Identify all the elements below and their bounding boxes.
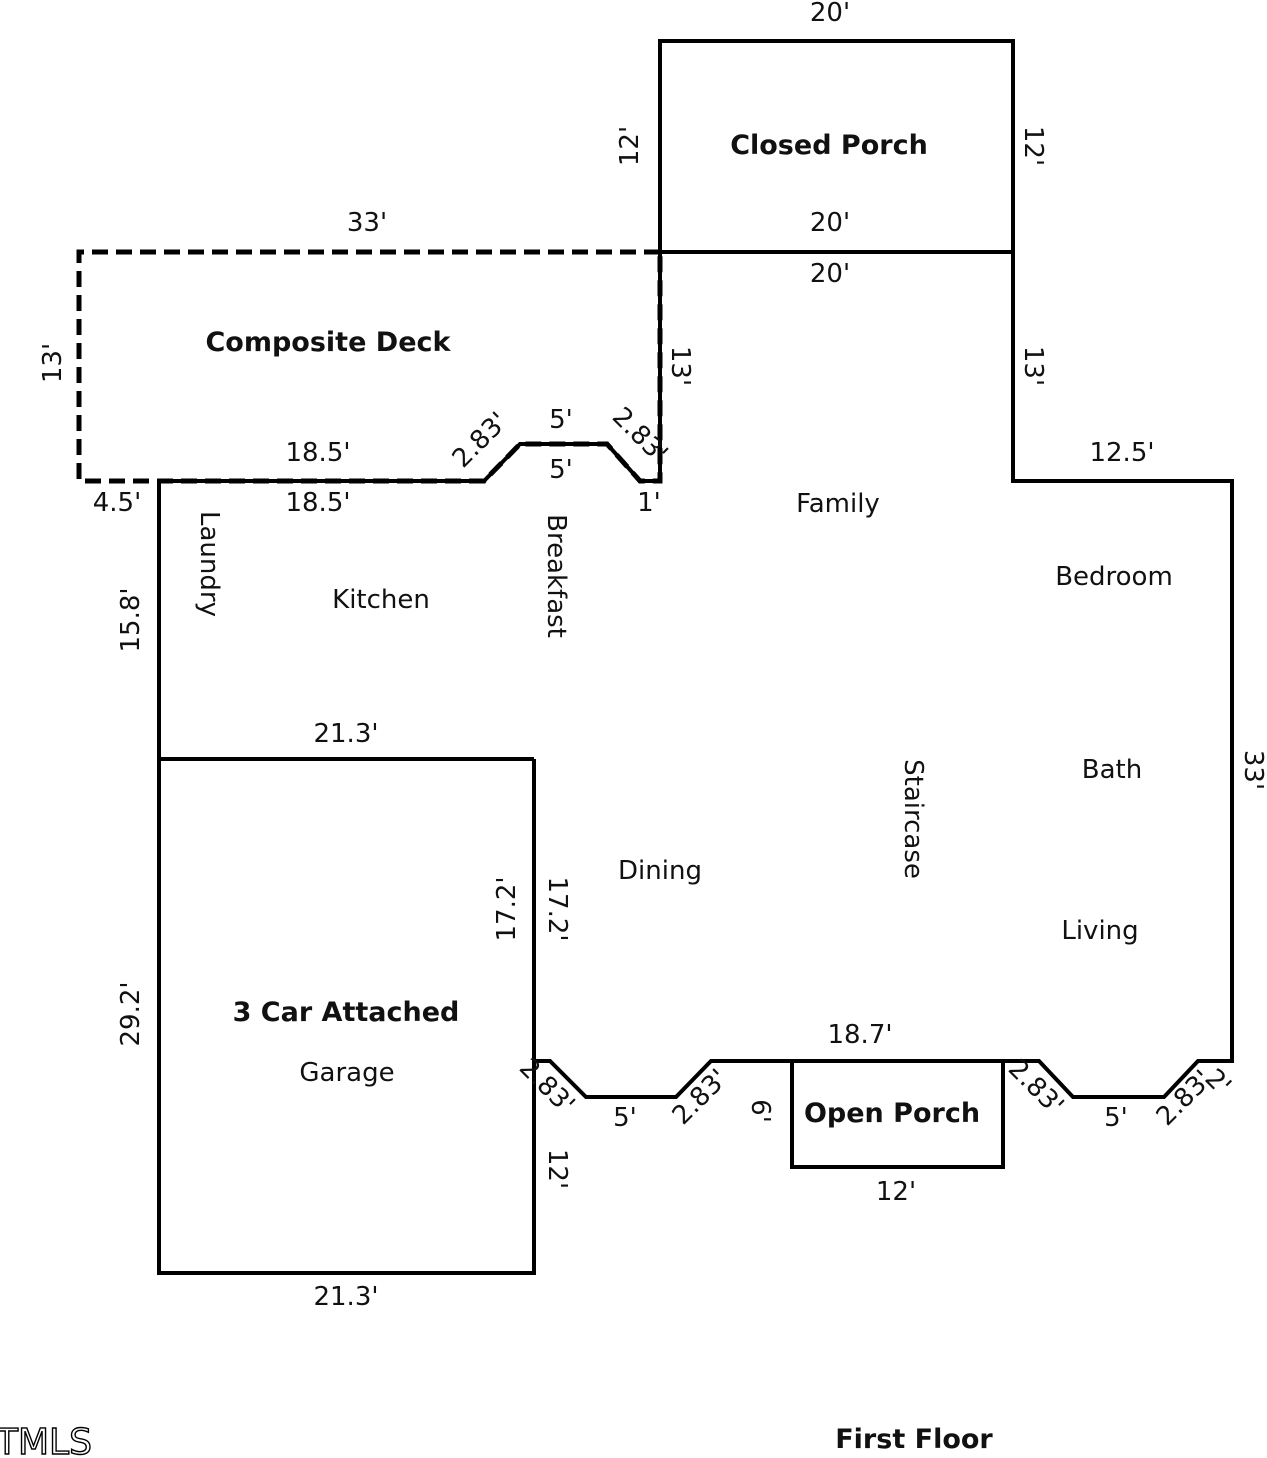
floor-title: First Floor xyxy=(835,1424,993,1455)
dim-bay-top-step: 1' xyxy=(637,488,661,518)
dim-kitchen-top: 18.5' xyxy=(285,488,350,518)
dim-family-right: 13' xyxy=(1018,346,1048,386)
dim-deck-left: 13' xyxy=(38,343,68,383)
dim-bay-top-below: 5' xyxy=(549,455,573,485)
dim-garage-bottom: 21.3' xyxy=(313,1282,378,1312)
dim-open-porch-side: 6' xyxy=(745,1099,775,1123)
dim-garage-left: 29.2' xyxy=(116,981,146,1046)
dining-label: Dining xyxy=(618,856,702,886)
dim-laundry-left: 15.8' xyxy=(116,587,146,652)
living-label: Living xyxy=(1061,916,1138,946)
dim-porch-left: 12' xyxy=(615,126,645,166)
dim-bedroom-top: 12.5' xyxy=(1089,438,1154,468)
garage-label-line2: Garage xyxy=(299,1058,394,1088)
bedroom-label: Bedroom xyxy=(1055,562,1173,592)
breakfast-label: Breakfast xyxy=(541,514,571,638)
house-outline xyxy=(157,250,1234,1275)
composite-deck-label: Composite Deck xyxy=(205,327,451,358)
tmls-logo: TMLS xyxy=(0,1422,92,1458)
garage-label-line1: 3 Car Attached xyxy=(233,997,460,1028)
dim-garage-right-lower: 12' xyxy=(542,1149,572,1189)
dim-garage-right-outer: 17.2' xyxy=(492,876,522,941)
dim-porch-right: 12' xyxy=(1018,126,1048,166)
composite-deck-outline xyxy=(76,249,663,484)
open-porch-label: Open Porch xyxy=(804,1098,980,1129)
dim-bay-right-angle-a: 2.83' xyxy=(1002,1054,1069,1121)
staircase-label: Staircase xyxy=(898,759,928,879)
dim-front-top: 18.7' xyxy=(827,1020,892,1050)
dim-bay-top-angle-left: 2.83' xyxy=(447,407,514,474)
dim-porch-bottom-above: 20' xyxy=(810,208,850,238)
dim-deck-top: 33' xyxy=(347,208,387,238)
dim-porch-bottom-below: 20' xyxy=(810,259,850,289)
closed-porch-label: Closed Porch xyxy=(730,130,928,161)
dim-bay-right-mid: 5' xyxy=(1104,1103,1128,1133)
kitchen-label: Kitchen xyxy=(332,585,430,615)
dim-porch-top: 20' xyxy=(810,0,850,28)
dim-left-step: 4.5' xyxy=(93,488,142,518)
dim-deck-bottom-left: 18.5' xyxy=(285,438,350,468)
laundry-label: Laundry xyxy=(194,511,224,617)
dim-bay-left-mid: 5' xyxy=(613,1103,637,1133)
bath-label: Bath xyxy=(1082,755,1142,785)
dim-open-porch-bottom: 12' xyxy=(876,1177,916,1207)
dim-bay-top-above: 5' xyxy=(549,405,573,435)
dim-garage-top: 21.3' xyxy=(313,719,378,749)
dim-east-side: 33' xyxy=(1238,750,1267,790)
family-label: Family xyxy=(796,489,880,519)
dim-garage-right-inner: 17.2' xyxy=(542,876,572,941)
dim-deck-right: 13' xyxy=(665,346,695,386)
dim-bay-top-angle-right: 2.83' xyxy=(606,402,673,469)
